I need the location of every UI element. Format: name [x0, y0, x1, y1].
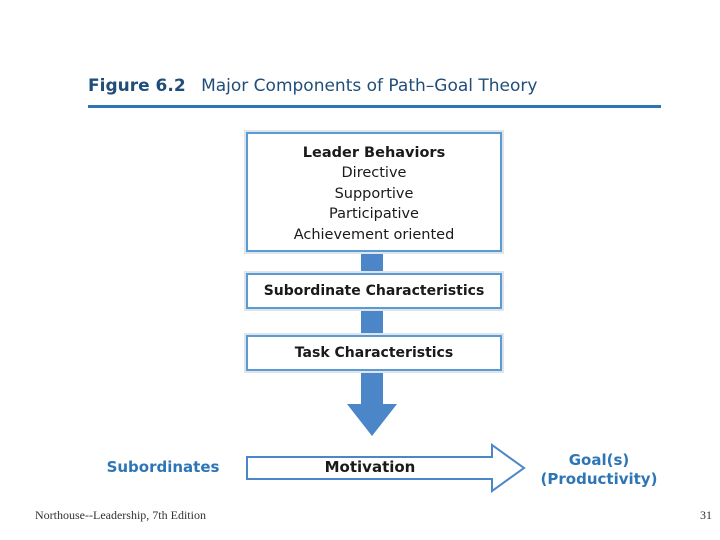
subordinates-label: Subordinates: [106, 458, 220, 476]
figure-number: Figure 6.2: [88, 76, 186, 96]
leader-behaviors-heading: Leader Behaviors: [302, 145, 446, 161]
goal-label-line1: Goal(s): [568, 451, 630, 469]
motivation-arrow: [246, 443, 526, 493]
figure-caption: Major Components of Path–Goal Theory: [201, 76, 538, 96]
title-divider: [88, 105, 661, 108]
behavior-participative: Participative: [329, 206, 419, 222]
behavior-achievement-oriented: Achievement oriented: [293, 226, 455, 243]
footer-citation: Northouse--Leadership, 7th Edition: [35, 508, 206, 522]
subordinate-characteristics-box: Subordinate Characteristics: [244, 271, 504, 311]
down-arrow-head: [347, 404, 397, 436]
leader-behaviors-box: Leader Behaviors Directive Supportive Pa…: [244, 130, 504, 254]
behavior-directive: Directive: [341, 165, 407, 181]
subordinate-characteristics-label: Subordinate Characteristics: [263, 283, 485, 299]
motivation-label: Motivation: [324, 458, 416, 476]
task-characteristics-label: Task Characteristics: [294, 345, 454, 361]
goal-label-line2: (Productivity): [540, 470, 658, 488]
figure-title: Figure 6.2 Major Components of Path–Goal…: [88, 76, 568, 96]
behavior-supportive: Supportive: [334, 185, 414, 202]
goal-label: Goal(s) (Productivity): [540, 451, 658, 489]
task-characteristics-box: Task Characteristics: [244, 333, 504, 373]
page-number: 31: [700, 508, 712, 522]
